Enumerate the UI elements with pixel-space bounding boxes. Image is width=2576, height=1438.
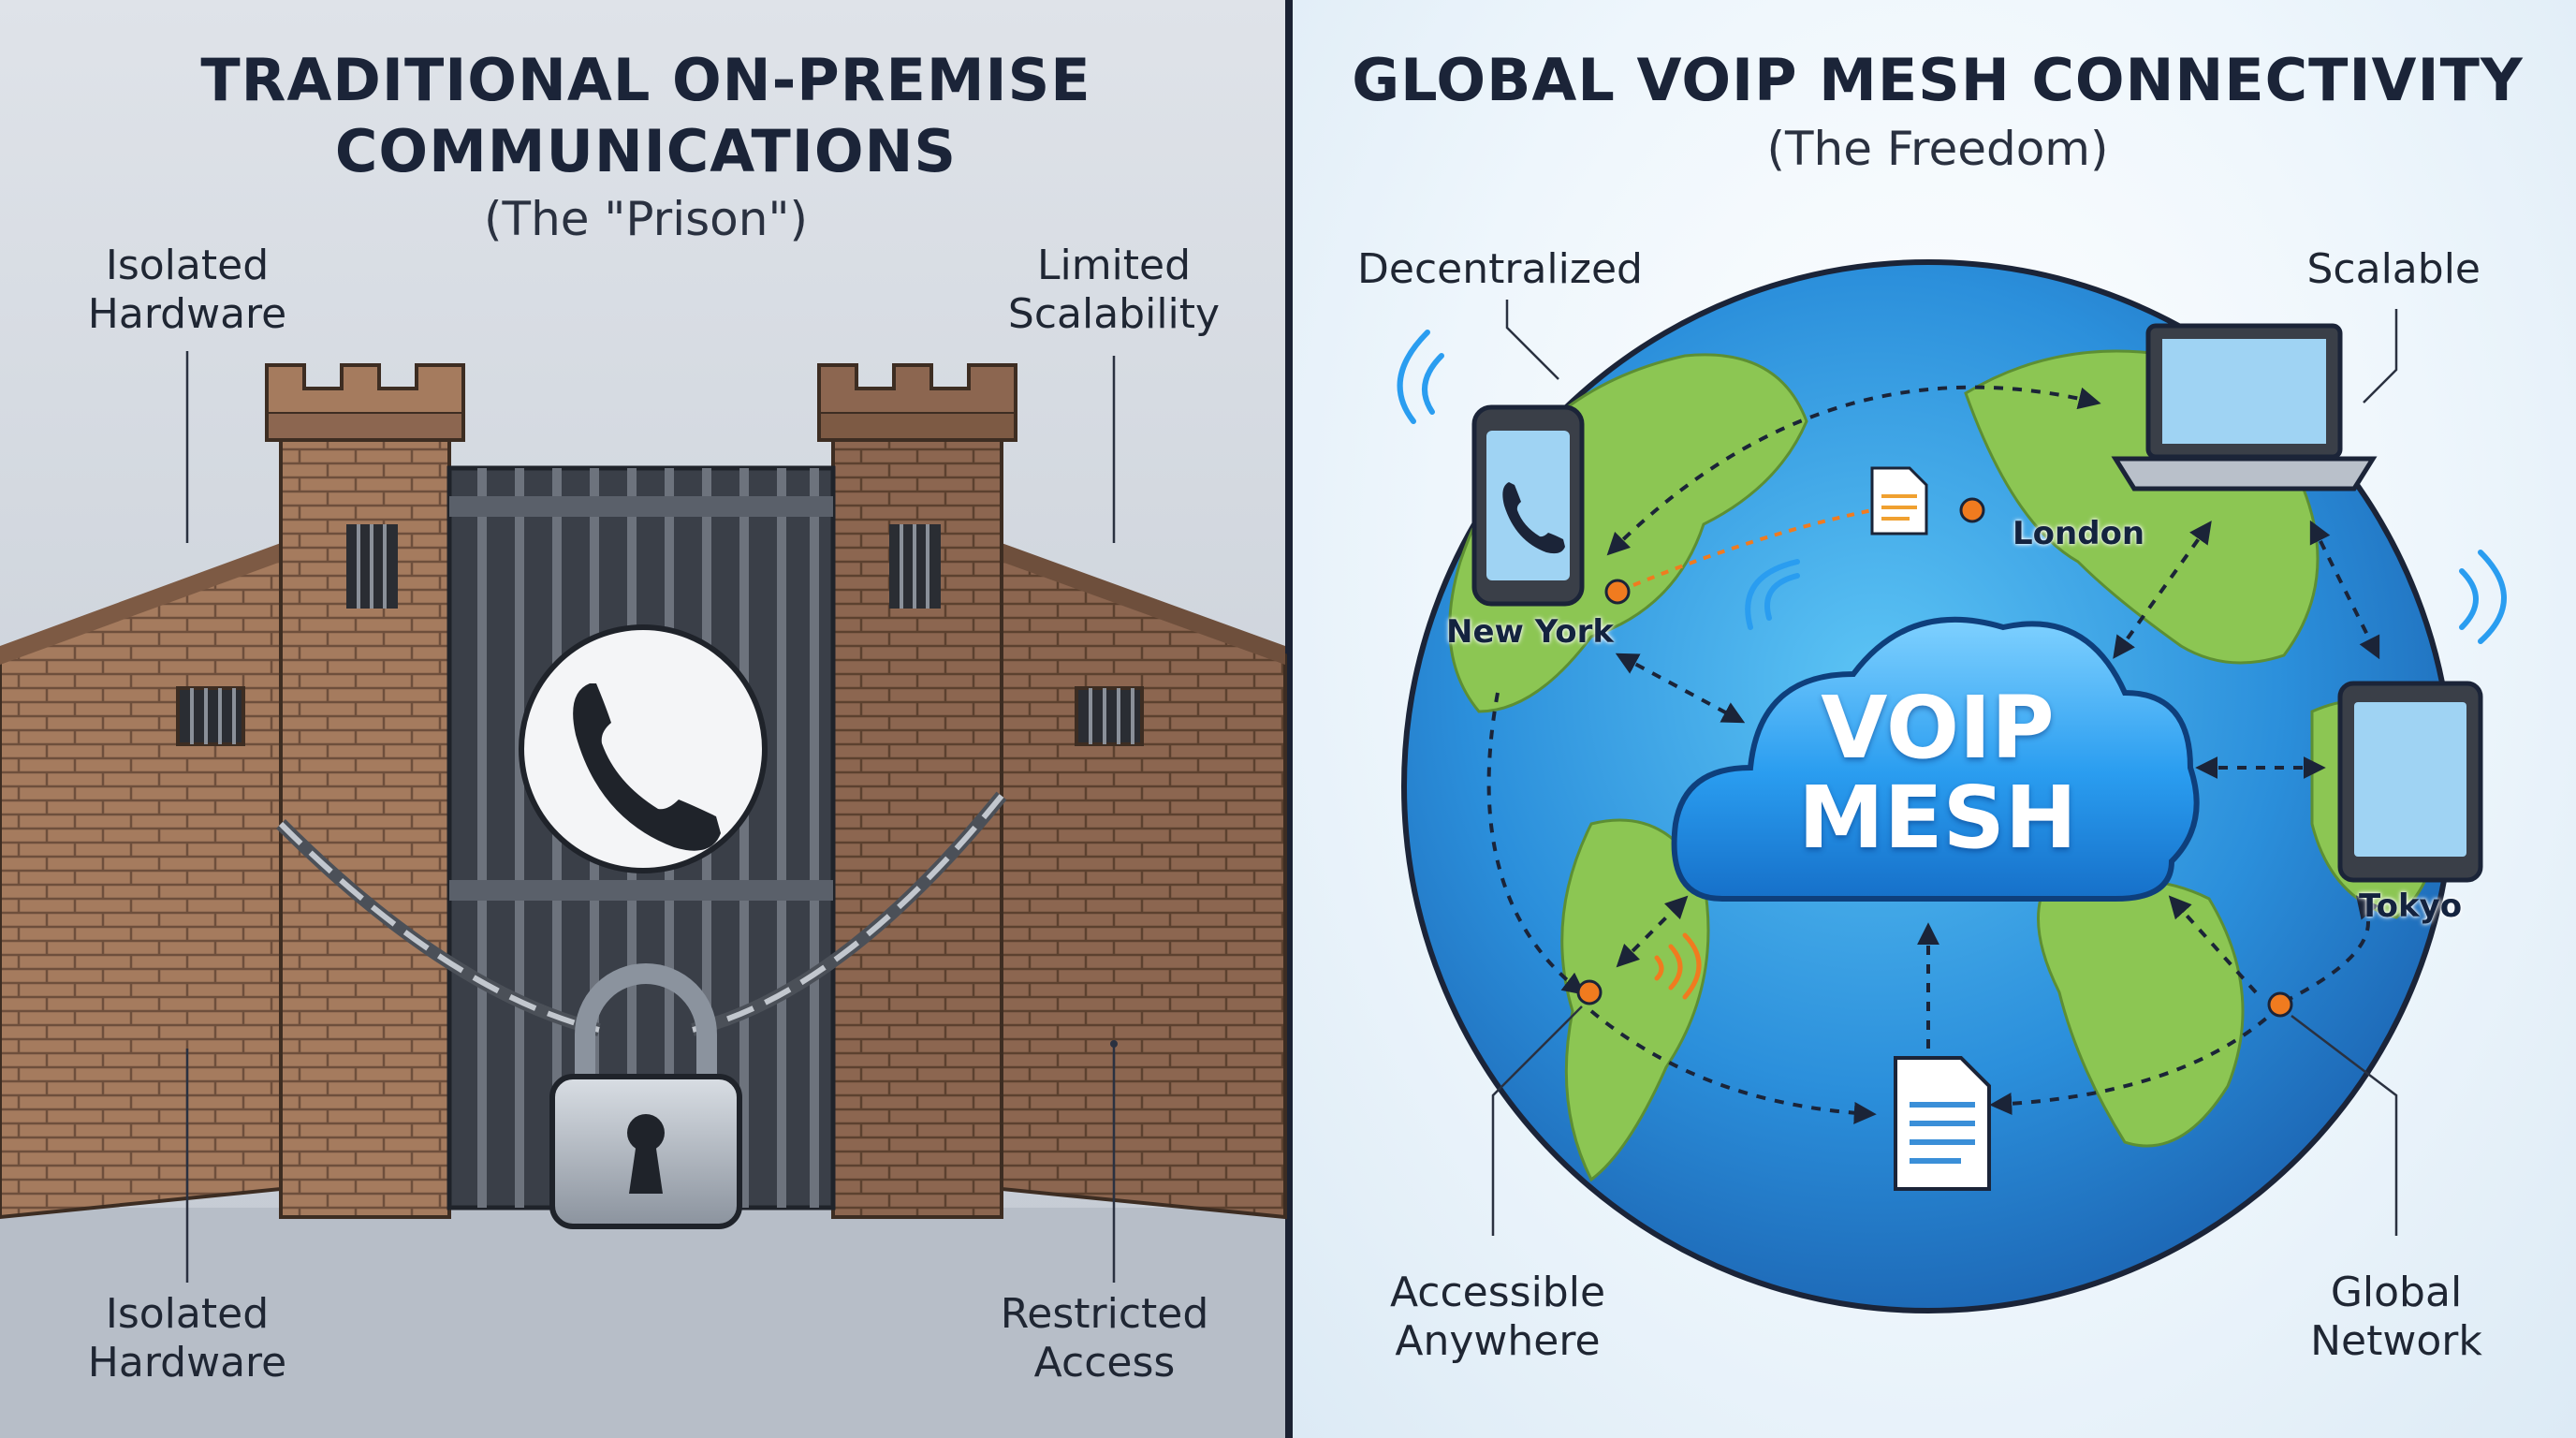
tablet-icon [2337,681,2483,883]
label-isolated-hardware-top: Isolated Hardware [37,242,337,339]
label-line: Hardware [87,1339,287,1387]
cloud-label-line2: MESH [1798,768,2077,868]
phone-icon [519,624,768,873]
prison-right-tower [817,363,1017,1219]
left-title: TRADITIONAL ON-PREMISE COMMUNICATIONS [56,45,1236,187]
label-line: Global [2330,1269,2463,1316]
smartphone-icon [1471,404,1585,607]
wifi-signal-icon [1397,330,2507,644]
label-scalable: Scalable [2306,245,2481,293]
left-leader-lines [185,351,1116,1283]
mesh-connections [1486,385,2380,1124]
label-global-network: Global Network [2247,1269,2546,1366]
label-line: Network [2310,1317,2482,1365]
padlock-icon [549,963,742,1229]
prison-right-wall [1000,543,1287,1220]
label-accessible-anywhere: Accessible Anywhere [1348,1269,1647,1366]
panel-divider [1285,0,1293,1438]
label-line: Access [1033,1339,1176,1387]
label-restricted-access: Restricted Access [955,1290,1254,1387]
label-line: Isolated [105,1290,270,1338]
document-icon-small [1870,466,1928,536]
left-title-line1: TRADITIONAL ON-PREMISE [200,46,1091,114]
right-title: GLOBAL VOIP MESH CONNECTIVITY [1352,46,2524,114]
right-leader-lines [1491,300,2398,1236]
label-line: Hardware [87,290,287,338]
city-new-york: New York [1446,613,1614,651]
chain-links [278,794,1004,1033]
label-line: Anywhere [1395,1317,1601,1365]
voip-mesh-cloud [1671,616,2200,902]
label-isolated-hardware-bottom: Isolated Hardware [37,1290,337,1387]
document-icon [1894,1056,1991,1191]
label-line: Restricted [1000,1290,1209,1338]
label-line: Limited [1036,242,1192,289]
label-line: Scalability [1007,290,1221,338]
left-title-line2: COMMUNICATIONS [334,117,958,185]
city-tokyo: Tokyo [2359,888,2463,925]
left-subtitle: (The "Prison") [484,192,808,246]
label-limited-scalability: Limited Scalability [964,242,1264,339]
prison-left-tower [265,363,465,1219]
orange-signal-icon [1654,932,1702,1000]
cloud-label-line1: VOIP [1821,678,2055,778]
label-decentralized: Decentralized [1357,245,1643,293]
leader-dot [1110,1040,1118,1048]
cloud-label: VOIP MESH [1722,683,2153,863]
prison-left-wall [0,543,283,1220]
city-london: London [2012,515,2145,552]
orange-link [1632,508,1873,587]
label-line: Accessible [1389,1269,1606,1316]
right-subtitle: (The Freedom) [1766,122,2109,176]
network-nodes [1576,497,2293,1018]
label-line: Isolated [105,242,270,289]
laptop-icon [2111,323,2378,492]
ground [0,1208,1285,1438]
